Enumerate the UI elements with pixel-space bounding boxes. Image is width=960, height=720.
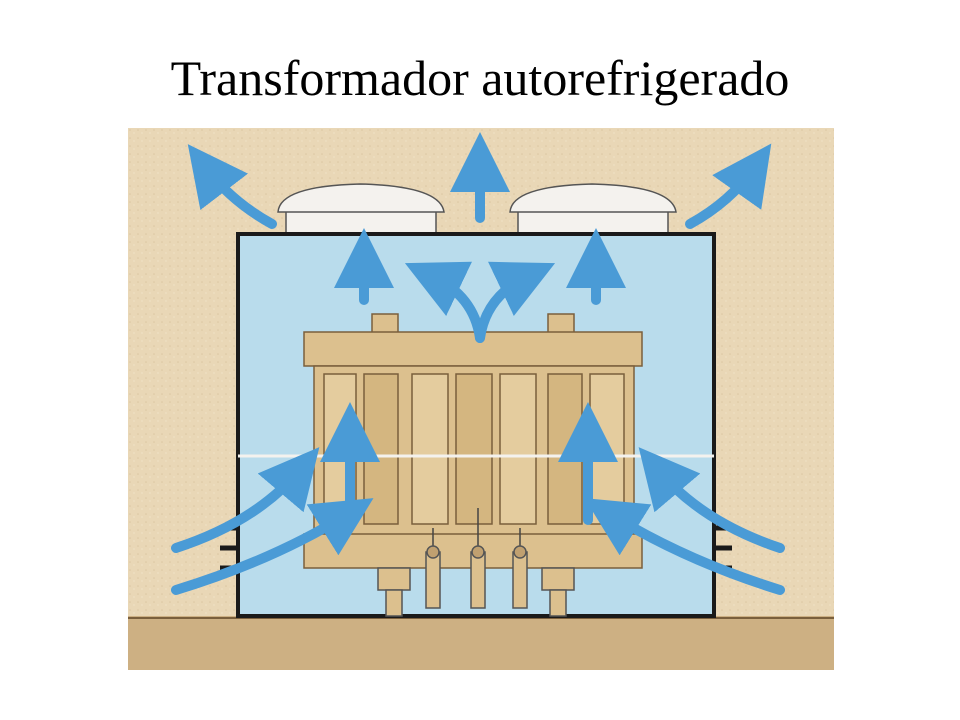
core-top-nub-left [371, 313, 399, 335]
vent-cap-left [277, 183, 445, 235]
airflow-arrow-in-right-lower [584, 498, 785, 595]
slide-title: Transformador autorefrigerado [170, 50, 790, 106]
floor [128, 616, 834, 670]
bushing-terminals [425, 508, 528, 609]
airflow-arrow-in-left-upper [171, 447, 320, 553]
core-top-nub-right [547, 313, 575, 335]
airflow-arrow-exit-left [187, 144, 277, 229]
support-feet [377, 567, 575, 617]
airflow-arrow-split-right [475, 261, 556, 343]
airflow-arrows [171, 132, 785, 595]
transformer-core [303, 331, 643, 569]
vent-cap-right [509, 183, 677, 235]
airflow-arrow-exit-right [685, 143, 772, 229]
transformer-diagram [128, 128, 834, 670]
airflow-arrow-in-right-upper [638, 447, 785, 553]
airflow-arrow-in-left-lower [171, 498, 374, 595]
